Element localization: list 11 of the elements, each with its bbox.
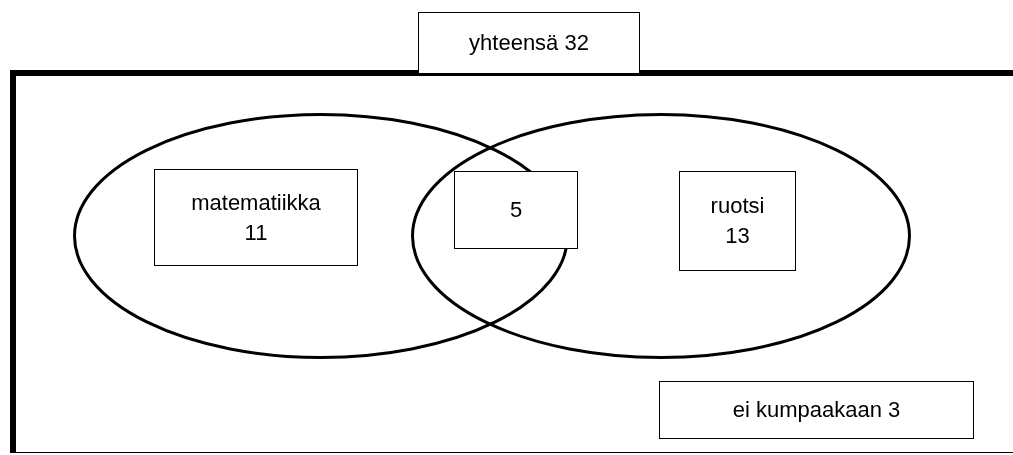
count-text: ruotsi bbox=[710, 192, 765, 221]
set-ellipse bbox=[73, 113, 569, 359]
count-box: 5 bbox=[454, 171, 578, 249]
count-box: ei kumpaakaan 3 bbox=[659, 381, 974, 439]
count-text: matematiikka bbox=[191, 188, 321, 217]
count-box bbox=[679, 171, 796, 271]
set-ellipse bbox=[411, 113, 911, 359]
count-text: 11 bbox=[244, 218, 268, 247]
count-box bbox=[154, 169, 358, 266]
count-text: 13 bbox=[725, 222, 750, 250]
total-box: yhteensä 32 bbox=[418, 12, 640, 74]
